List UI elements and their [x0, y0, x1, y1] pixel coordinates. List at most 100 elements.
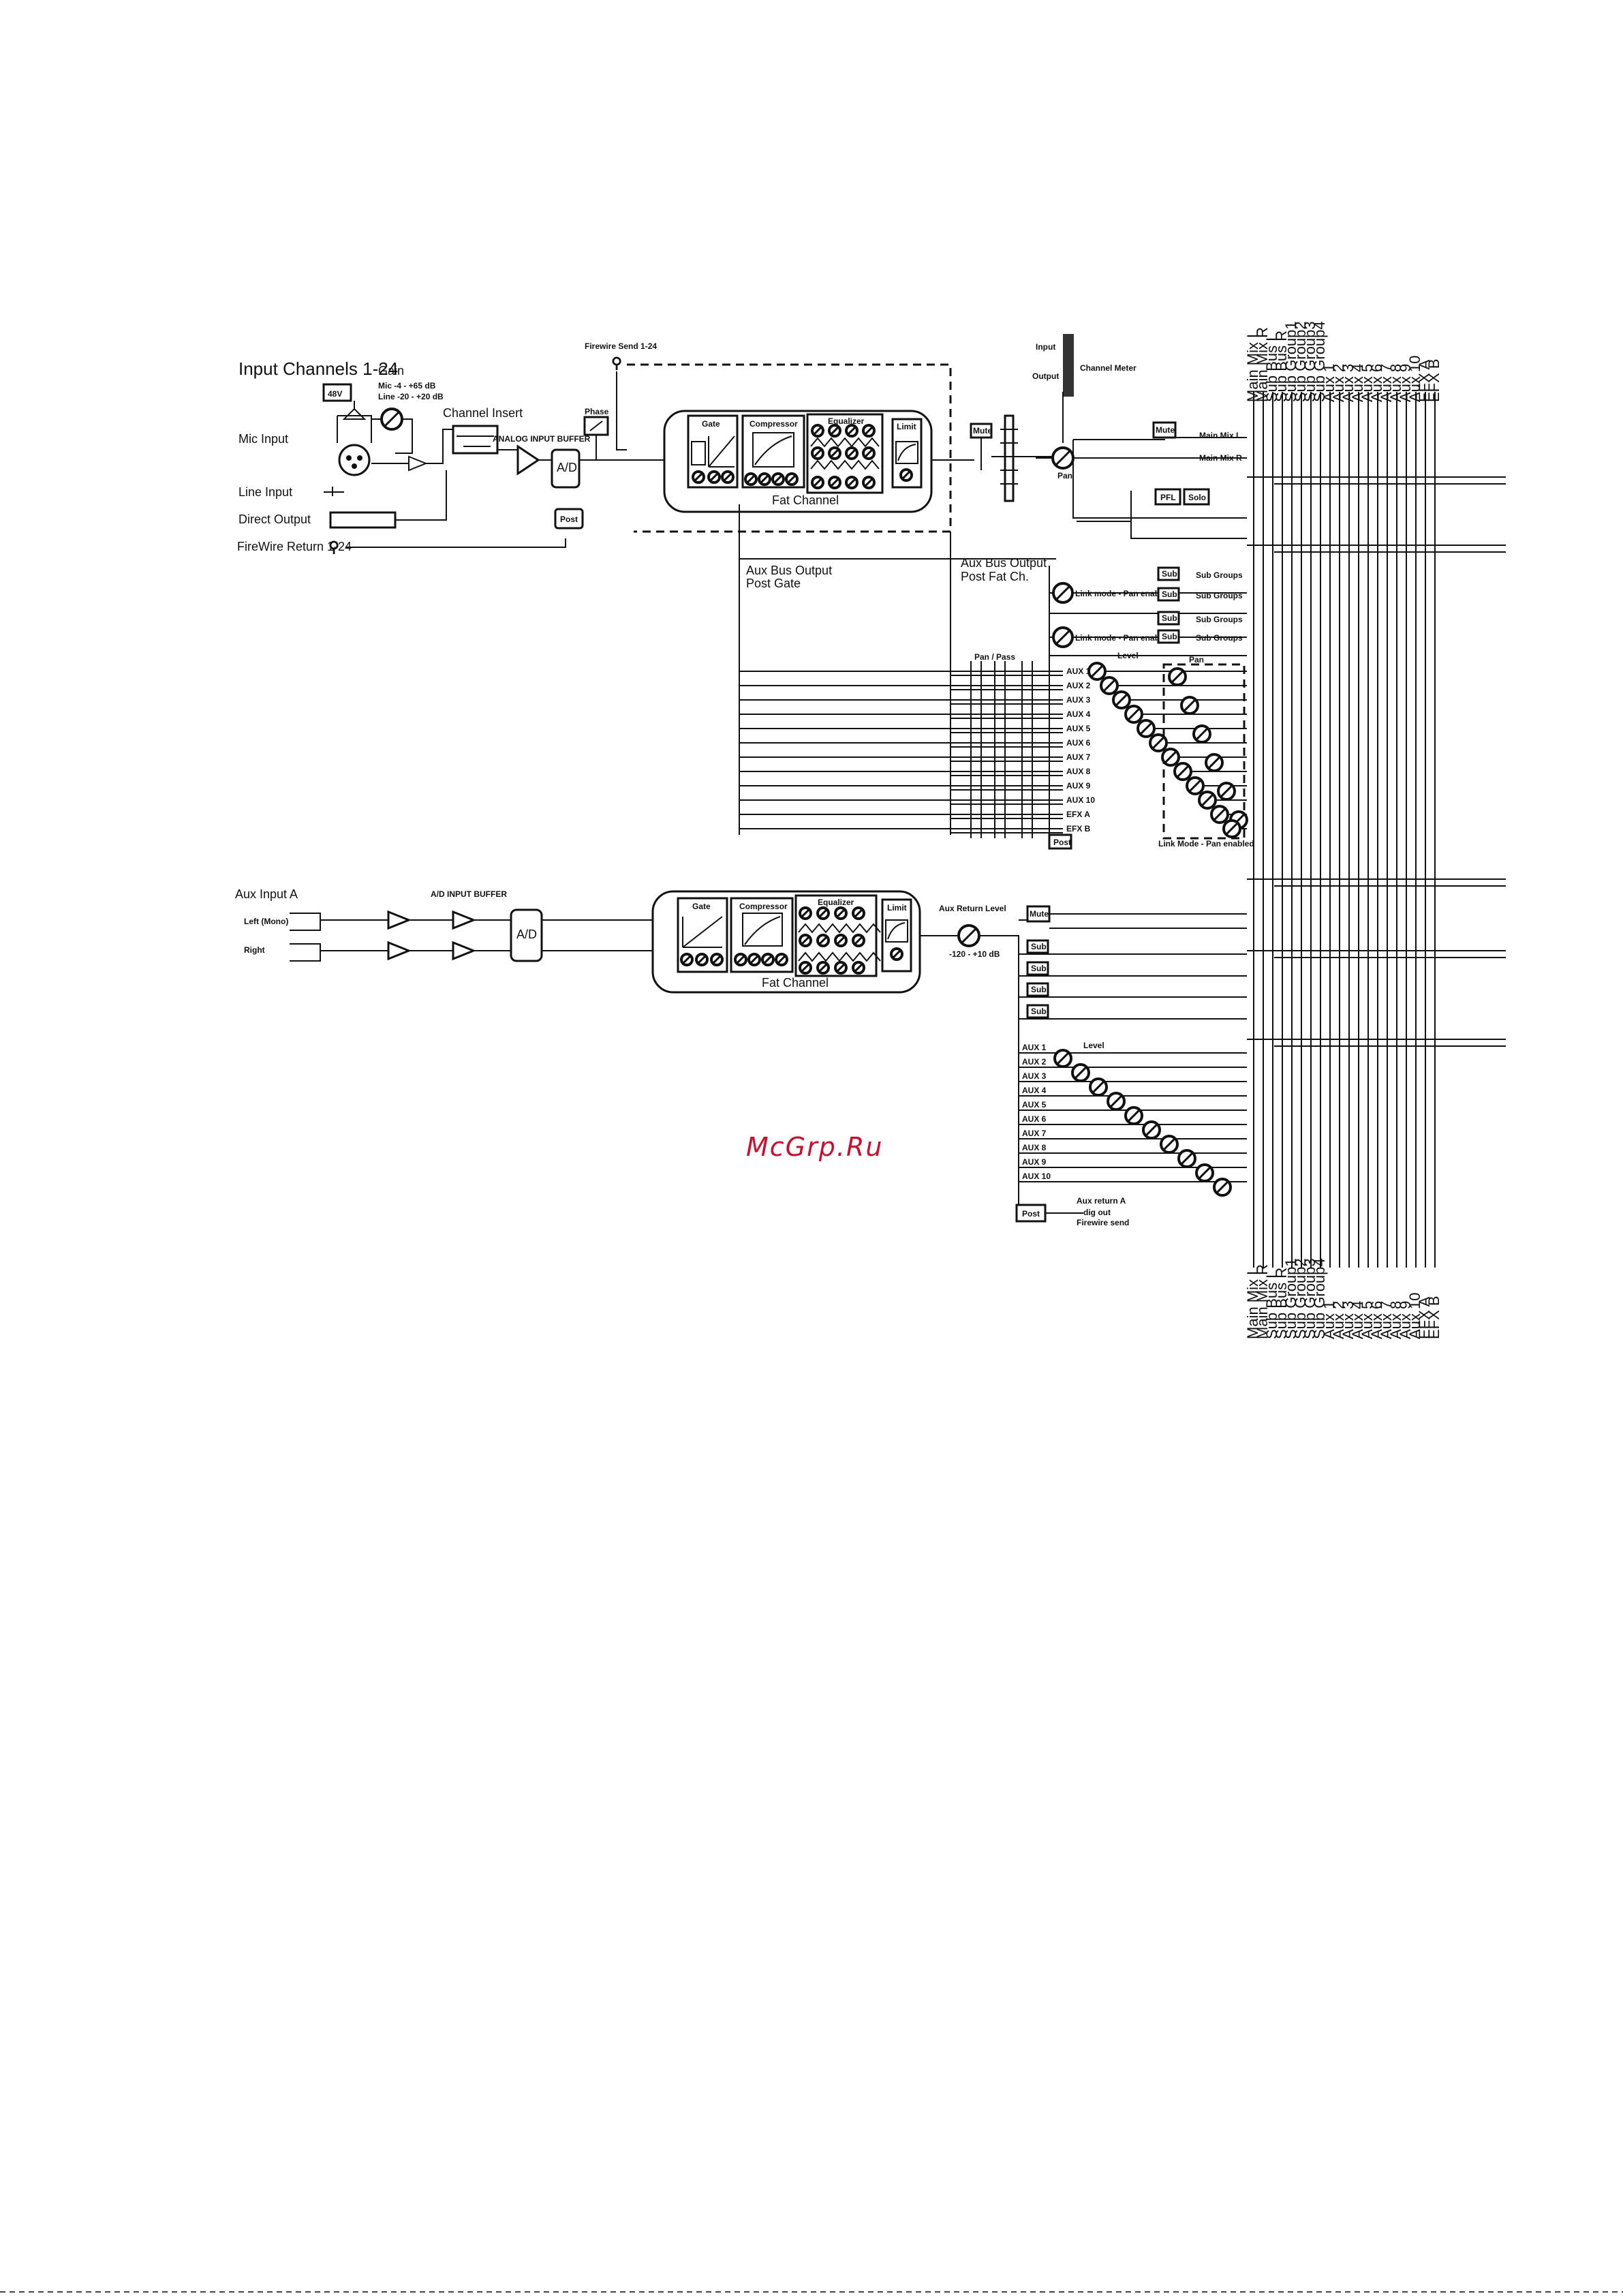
- aux-bottom-level-label: Level: [1083, 1041, 1104, 1050]
- fat-channel-knob-icon: [709, 472, 720, 483]
- equalizer-label-bottom: Equalizer: [818, 898, 854, 907]
- aux-return-level-label: Aux Return Level: [939, 904, 1006, 913]
- preamp-icon: [409, 457, 426, 470]
- fat-channel-knob-icon: [762, 954, 773, 965]
- aux-return-range-label: -120 - +10 dB: [949, 949, 1000, 959]
- meter-input-label: Input: [1036, 342, 1055, 352]
- fat-channel-top-title: Fat Channel: [772, 493, 839, 507]
- channel-meter-label: Channel Meter: [1080, 363, 1137, 373]
- fat-channel-knob-icon: [891, 949, 902, 960]
- aux-row-label: AUX 3: [1066, 695, 1091, 705]
- channel-fader: [1005, 416, 1013, 501]
- input-channels-title: Input Channels 1-24: [238, 358, 398, 379]
- bus-labels-bottom: Main Mix LMain Mix RSub Bus LSub Bus RSu…: [1244, 1258, 1442, 1339]
- fat-channel-knob-icon: [818, 935, 829, 946]
- fat-channel-knob-icon: [711, 954, 722, 965]
- firewire-send-icon: ⚲: [611, 354, 622, 371]
- analog-input-buffer-label: ANALOG INPUT BUFFER: [493, 434, 591, 444]
- aux-bus-output-fat-line2: Post Fat Ch.: [961, 570, 1029, 583]
- aux-send-level-knob-icon: [1187, 778, 1203, 794]
- firewire-return-icon: ⚲: [328, 538, 339, 555]
- fat-channel-knob-icon: [745, 474, 756, 485]
- aux-bottom-row-label: AUX 4: [1022, 1086, 1047, 1095]
- aux-send-level-knob-icon: [1138, 720, 1154, 737]
- aux-send-level-knob-icon: [1175, 763, 1191, 780]
- meter-output-label: Output: [1032, 371, 1059, 381]
- limit-label-bottom: Limit: [887, 903, 907, 913]
- ad-converter-label: A/D: [557, 461, 577, 474]
- fat-channel-knob-icon: [846, 448, 857, 459]
- aux-row-label: AUX 7: [1066, 752, 1091, 762]
- gate-label-top: Gate: [702, 419, 720, 429]
- bus-label-top: EFX B: [1425, 358, 1442, 402]
- link-mode-label: Link mode - Pan enabled: [1075, 633, 1171, 643]
- aux-sub-rows-bottom: SubSubSubSub: [1019, 940, 1247, 1019]
- gate-label-bottom: Gate: [692, 902, 711, 911]
- aux-level-label: Level: [1117, 651, 1139, 660]
- gain-mic-range: Mic -4 - +65 dB: [378, 381, 436, 391]
- fat-channel-knob-icon: [853, 935, 864, 946]
- fat-channel-knob-icon: [863, 448, 874, 459]
- aux-send-pan-knob-icon: [1181, 697, 1198, 714]
- aux-send-level-knob-icon: [1199, 792, 1216, 808]
- fat-channel-knob-icon: [812, 425, 823, 436]
- firewire-send-label: Firewire Send 1-24: [585, 341, 657, 351]
- aux-send-level-knob-icon: [1126, 706, 1142, 722]
- channel-meter-icon: [1063, 334, 1074, 397]
- sub-button-label: Sub: [1162, 569, 1177, 579]
- aux-row-label: EFX A: [1066, 810, 1090, 819]
- sub-groups-label: Sub Groups: [1196, 615, 1243, 624]
- fat-channel-knob-icon: [812, 477, 823, 488]
- bus-matrix: [1247, 392, 1506, 1268]
- aux-send-level-knob-icon: [1113, 692, 1130, 708]
- aux-send-level-knob-icon: [1089, 663, 1105, 679]
- aux-send-level-knob-icon: [1211, 806, 1228, 823]
- fat-channel-knob-icon: [800, 935, 811, 946]
- fat-channel-knob-icon: [846, 425, 857, 436]
- pfl-label: PFL: [1160, 493, 1176, 502]
- sub-groups-label: Sub Groups: [1196, 591, 1243, 600]
- aux-send-pan-knob-icon: [1169, 669, 1186, 685]
- fat-channel-knob-icon: [901, 470, 912, 480]
- compressor-label-top: Compressor: [749, 419, 798, 429]
- fat-channel-knob-icon: [863, 425, 874, 436]
- aux-row-label: AUX 10: [1066, 795, 1095, 805]
- aux-bottom-row-label: AUX 5: [1022, 1100, 1047, 1109]
- channel-insert-jack-icon: [453, 426, 497, 453]
- fat-channel-knob-icon: [846, 477, 857, 488]
- aux-row-label: AUX 4: [1066, 709, 1091, 719]
- aux-bottom-level-knob-icon: [1126, 1107, 1142, 1124]
- mute-label-main: Mute: [1156, 425, 1175, 435]
- aux-bottom-row-label: AUX 6: [1022, 1114, 1047, 1124]
- sub-group-fader-knob-icon: [1053, 583, 1072, 602]
- aux-bottom-level-knob-icon: [1214, 1179, 1231, 1195]
- fat-channel-knob-icon: [863, 477, 874, 488]
- aux-input-title: Aux Input A: [235, 887, 298, 901]
- fat-channel-knob-icon: [735, 954, 746, 965]
- aux-right-buffer-icon: [453, 943, 474, 959]
- aux-ad-label: A/D: [516, 928, 537, 941]
- aux-bottom-level-knob-icon: [1161, 1136, 1177, 1152]
- aux-sub-button-label: Sub: [1031, 942, 1047, 951]
- aux-bottom-row-label: AUX 2: [1022, 1057, 1047, 1067]
- gain-title: Gain: [378, 364, 404, 378]
- fat-channel-knob-icon: [835, 962, 846, 973]
- aux-send-pan-knob-icon: [1194, 726, 1210, 742]
- xlr-connector-icon: [339, 445, 369, 475]
- fat-channel-knob-icon: [853, 962, 864, 973]
- post-label-aux-top: Post: [1053, 838, 1071, 847]
- aux-bottom-row-label: AUX 7: [1022, 1129, 1047, 1138]
- aux-input-buffer-label: A/D INPUT BUFFER: [431, 889, 507, 899]
- fat-channel-knob-icon: [696, 954, 707, 965]
- fat-channel-knob-icon: [835, 908, 846, 919]
- fat-channel-knob-icon: [722, 472, 733, 483]
- aux-send-pan-knob-icon: [1218, 783, 1235, 799]
- fat-channel-knob-icon: [818, 908, 829, 919]
- aux-return-note-3: Firewire send: [1077, 1218, 1129, 1227]
- sub-button-label: Sub: [1162, 590, 1177, 599]
- aux-send-pan-knob-icon: [1206, 754, 1222, 771]
- sub-button-label: Sub: [1162, 613, 1177, 623]
- aux-row-label: EFX B: [1066, 824, 1091, 833]
- aux-input-jacks-icon: [290, 913, 320, 961]
- link-mode-label: Link mode - Pan enabled: [1075, 589, 1171, 598]
